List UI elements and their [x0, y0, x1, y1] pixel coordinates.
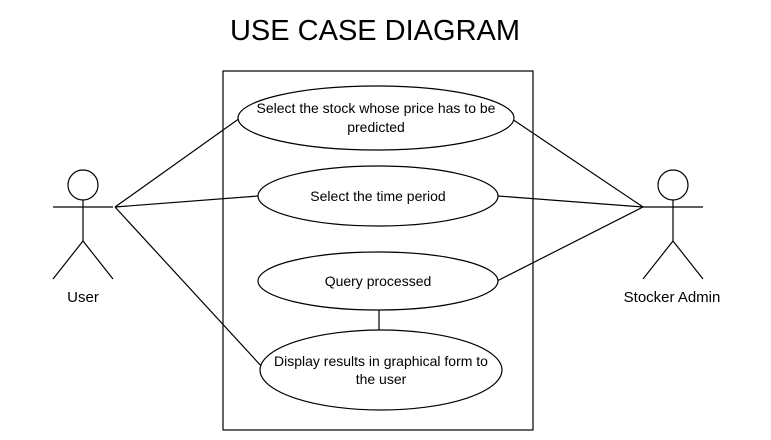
usecase-display-line1: Display results in graphical form to: [274, 353, 488, 369]
assoc-user-display: [114, 206, 264, 369]
usecase-display-line2: the user: [356, 371, 407, 387]
actor-stocker-admin-label: Stocker Admin: [624, 289, 721, 306]
usecase-select-stock-line2: predicted: [347, 119, 405, 135]
usecase-select-stock: Select the stock whose price has to be p…: [237, 85, 515, 151]
actor-user-label: User: [67, 289, 99, 306]
actor-stocker-admin: Stocker Admin: [624, 169, 721, 306]
stick-figure-icon: [642, 169, 704, 280]
usecase-query: Query processed: [257, 251, 499, 311]
diagram-title: USE CASE DIAGRAM: [230, 15, 520, 47]
usecase-select-stock-line1: Select the stock whose price has to be: [257, 100, 496, 116]
actor-user: User: [52, 169, 114, 306]
usecase-select-time: Select the time period: [257, 165, 499, 227]
assoc-admin-select-stock: [511, 118, 644, 208]
assoc-user-select-stock: [114, 117, 241, 208]
assoc-admin-select-time: [497, 195, 644, 208]
associations: [114, 117, 644, 369]
usecase-display: Display results in graphical form to the…: [259, 329, 503, 411]
stick-figure-icon: [52, 169, 114, 280]
usecase-select-time-label: Select the time period: [310, 188, 445, 204]
usecase-query-label: Query processed: [325, 273, 432, 289]
assoc-admin-query: [496, 206, 644, 282]
assoc-user-select-time: [114, 195, 259, 208]
